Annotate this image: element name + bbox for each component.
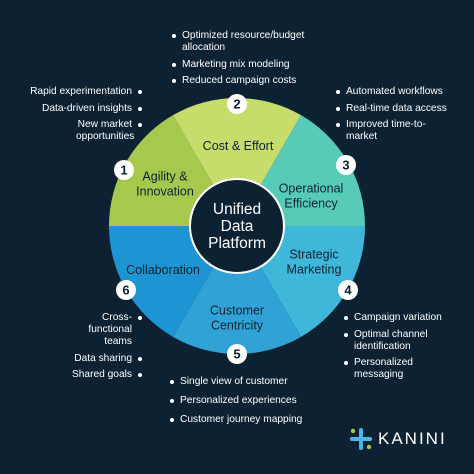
- center-circle: [189, 178, 285, 274]
- number-badge-label: 6: [122, 283, 129, 298]
- bullets-operational-efficiency: Automated workflows Real-time data acces…: [336, 86, 464, 148]
- bullet-item: Reduced campaign costs: [172, 75, 342, 87]
- center-title-line-2: Data: [221, 218, 254, 235]
- segment-agility-innovation: [109, 115, 214, 226]
- number-badge-5: [227, 344, 247, 364]
- segment-customer-centricity: [173, 266, 301, 354]
- number-badge-6: [116, 280, 136, 300]
- center-title-line-3: Platform: [208, 235, 266, 252]
- number-badge-4: [338, 280, 358, 300]
- bullet-item: Real-time data access: [336, 103, 464, 115]
- bullet-item: Data sharing: [30, 353, 142, 365]
- segment-label-collaboration: Collaboration: [126, 263, 200, 277]
- bullet-item: Improved time-to-market: [336, 119, 464, 143]
- number-badge-label: 5: [233, 347, 240, 362]
- bullet-item: Shared goals: [30, 369, 142, 381]
- bullet-item: Cross-functional teams: [30, 312, 142, 348]
- bullets-strategic-marketing: Campaign variation Optimal channel ident…: [344, 312, 454, 386]
- segment-collaboration: [109, 226, 214, 337]
- number-badge-label: 3: [342, 158, 349, 173]
- bullet-item: New market opportunities: [14, 119, 142, 143]
- number-badge-label: 2: [233, 97, 240, 112]
- segment-strategic-marketing: [260, 226, 365, 337]
- bullet-item: Optimal channel identification: [344, 329, 454, 353]
- bullet-item: Personalized messaging: [344, 357, 454, 381]
- kanini-logo-text: KANINI: [378, 429, 447, 448]
- bullet-item: Data-driven insights: [14, 103, 142, 115]
- bullets-collaboration: Cross-functional teams Data sharing Shar…: [30, 312, 142, 386]
- segment-cost-effort: [173, 97, 301, 186]
- bullets-cost-effort: Optimized resource/budget allocation Mar…: [172, 30, 342, 92]
- segment-label-agility-innovation: Innovation: [136, 185, 194, 199]
- bullet-item: Marketing mix modeling: [172, 59, 342, 71]
- segment-label-operational-efficiency: Operational: [279, 182, 344, 196]
- segment-label-cost-effort: Cost & Effort: [203, 139, 274, 153]
- kanini-logo: KANINI: [350, 428, 447, 450]
- number-badge-label: 4: [344, 283, 352, 298]
- number-badge-label: 1: [120, 163, 127, 178]
- bullet-item: Customer journey mapping: [170, 414, 370, 426]
- bullet-item: Campaign variation: [344, 312, 454, 324]
- bullet-item: Automated workflows: [336, 86, 464, 98]
- segment-label-operational-efficiency: Efficiency: [284, 197, 338, 211]
- bullets-agility-innovation: Rapid experimentation Data-driven insigh…: [14, 86, 142, 148]
- bullet-item: Rapid experimentation: [14, 86, 142, 98]
- segment-label-strategic-marketing: Marketing: [287, 263, 342, 277]
- segment-operational-efficiency: [260, 115, 365, 226]
- bullet-item: Optimized resource/budget allocation: [172, 30, 342, 54]
- segment-label-agility-innovation: Agility &: [142, 170, 188, 184]
- segment-label-customer-centricity: Customer: [210, 304, 264, 318]
- bullet-item: Personalized experiences: [170, 395, 370, 407]
- kanini-mark-icon: [350, 428, 372, 450]
- number-badge-2: [227, 94, 247, 114]
- segment-label-strategic-marketing: Strategic: [289, 248, 338, 262]
- number-badge-1: [114, 160, 134, 180]
- bullet-item: Single view of customer: [170, 376, 370, 388]
- number-badge-3: [336, 155, 356, 175]
- bullets-customer-centricity: Single view of customer Personalized exp…: [170, 376, 370, 431]
- center-title-line-1: Unified: [213, 201, 261, 218]
- segment-label-customer-centricity: Centricity: [211, 319, 264, 333]
